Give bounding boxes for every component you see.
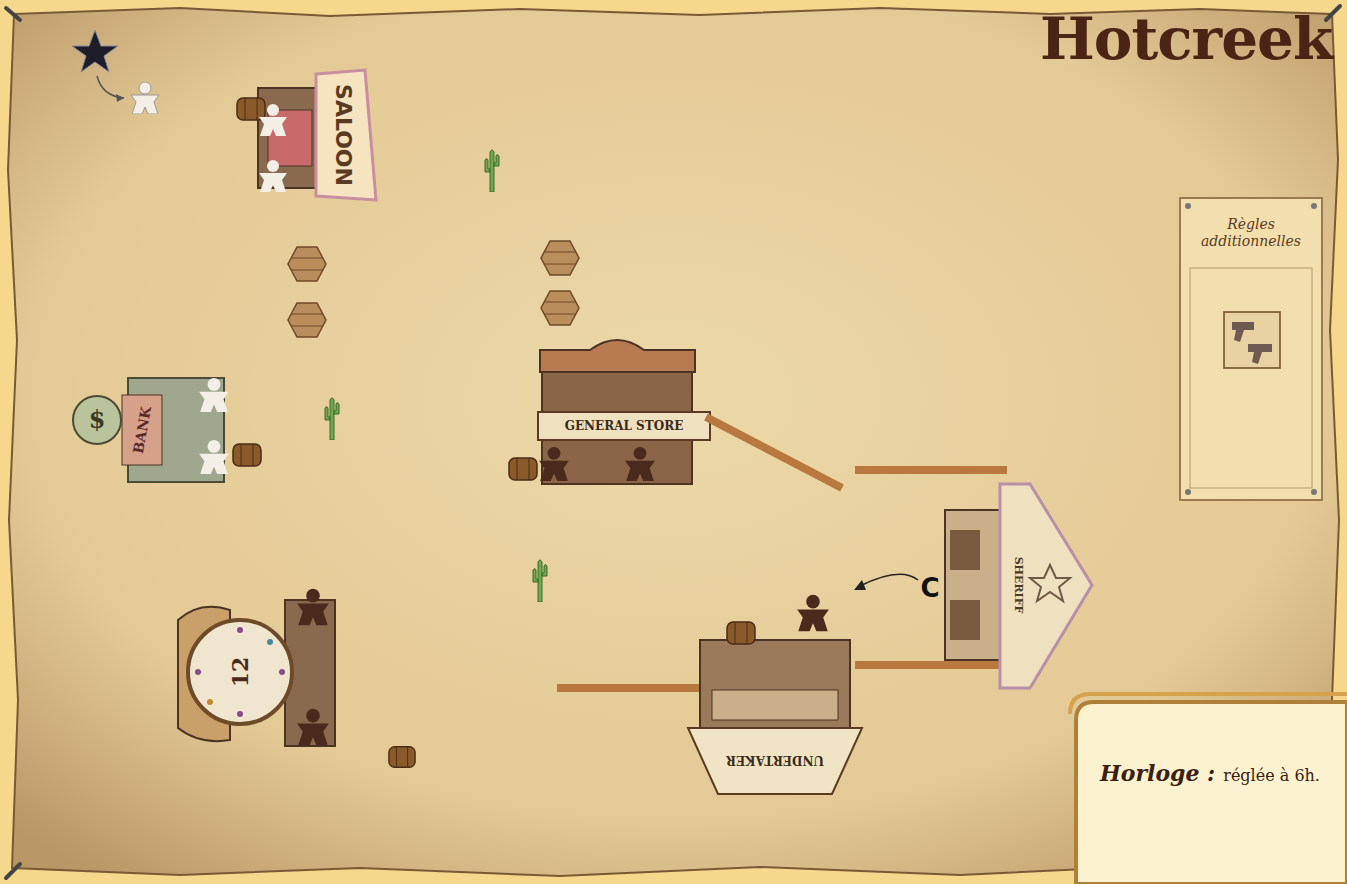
clock-number: 12	[229, 657, 251, 688]
building-sign: SHERIFF	[1013, 557, 1024, 614]
bank-symbol: $	[89, 408, 106, 432]
building-sign: GENERAL STORE	[565, 420, 684, 432]
clock-setting-panel: Horloge : réglée à 6h.	[1090, 760, 1347, 800]
building-sign: UNDERTAKER	[726, 754, 824, 766]
node-text: Règles additionnelles	[1186, 216, 1316, 250]
node-text: Horloge :	[1100, 760, 1215, 786]
rules-card: Règles additionnelles	[1180, 198, 1322, 268]
node-text: réglée à 6h.	[1223, 766, 1320, 785]
game-logo: Hotcreek	[1040, 8, 1332, 72]
callout-letter: C	[920, 575, 939, 601]
building-sign: SALOON	[332, 84, 354, 186]
